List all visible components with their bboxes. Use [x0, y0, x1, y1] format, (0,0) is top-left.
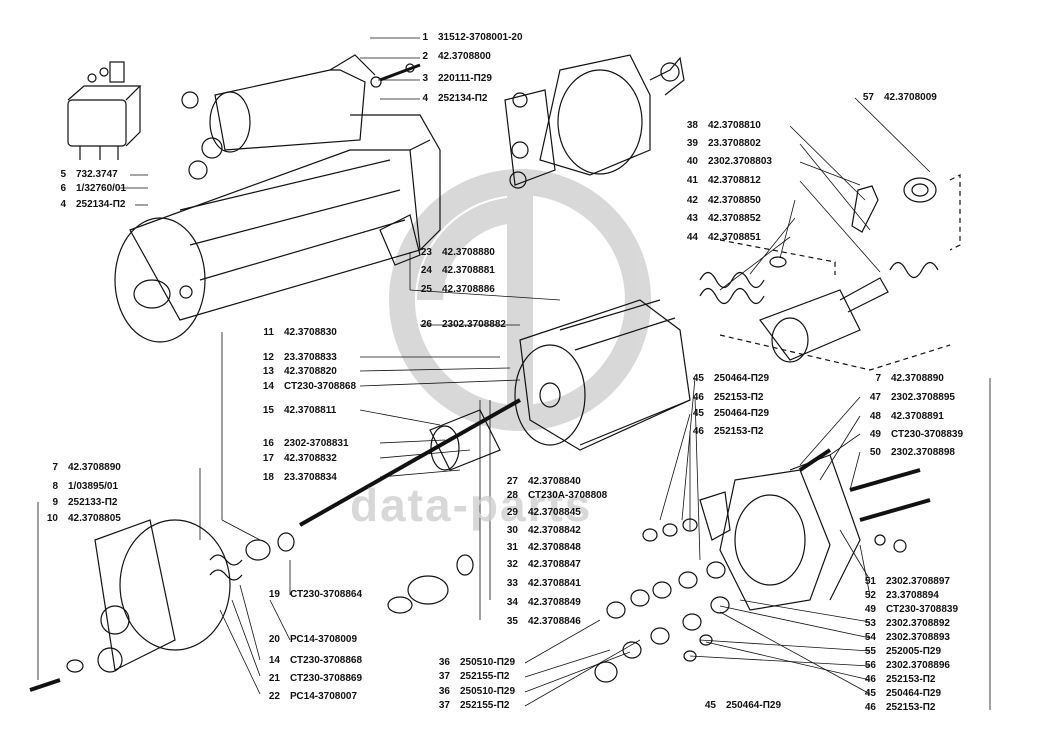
leader-lines: [37, 37, 991, 710]
plunger-group: [699, 174, 961, 371]
armature-group: [245, 299, 691, 614]
brush-holder-plate: [594, 448, 931, 683]
relay-part: [67, 61, 142, 160]
watermark-logo: [389, 169, 651, 431]
solenoid-upper: [370, 54, 685, 189]
drive-end-cover: [29, 519, 243, 692]
starter-assembly: [114, 54, 441, 343]
watermark-text: data-parts: [350, 479, 593, 531]
